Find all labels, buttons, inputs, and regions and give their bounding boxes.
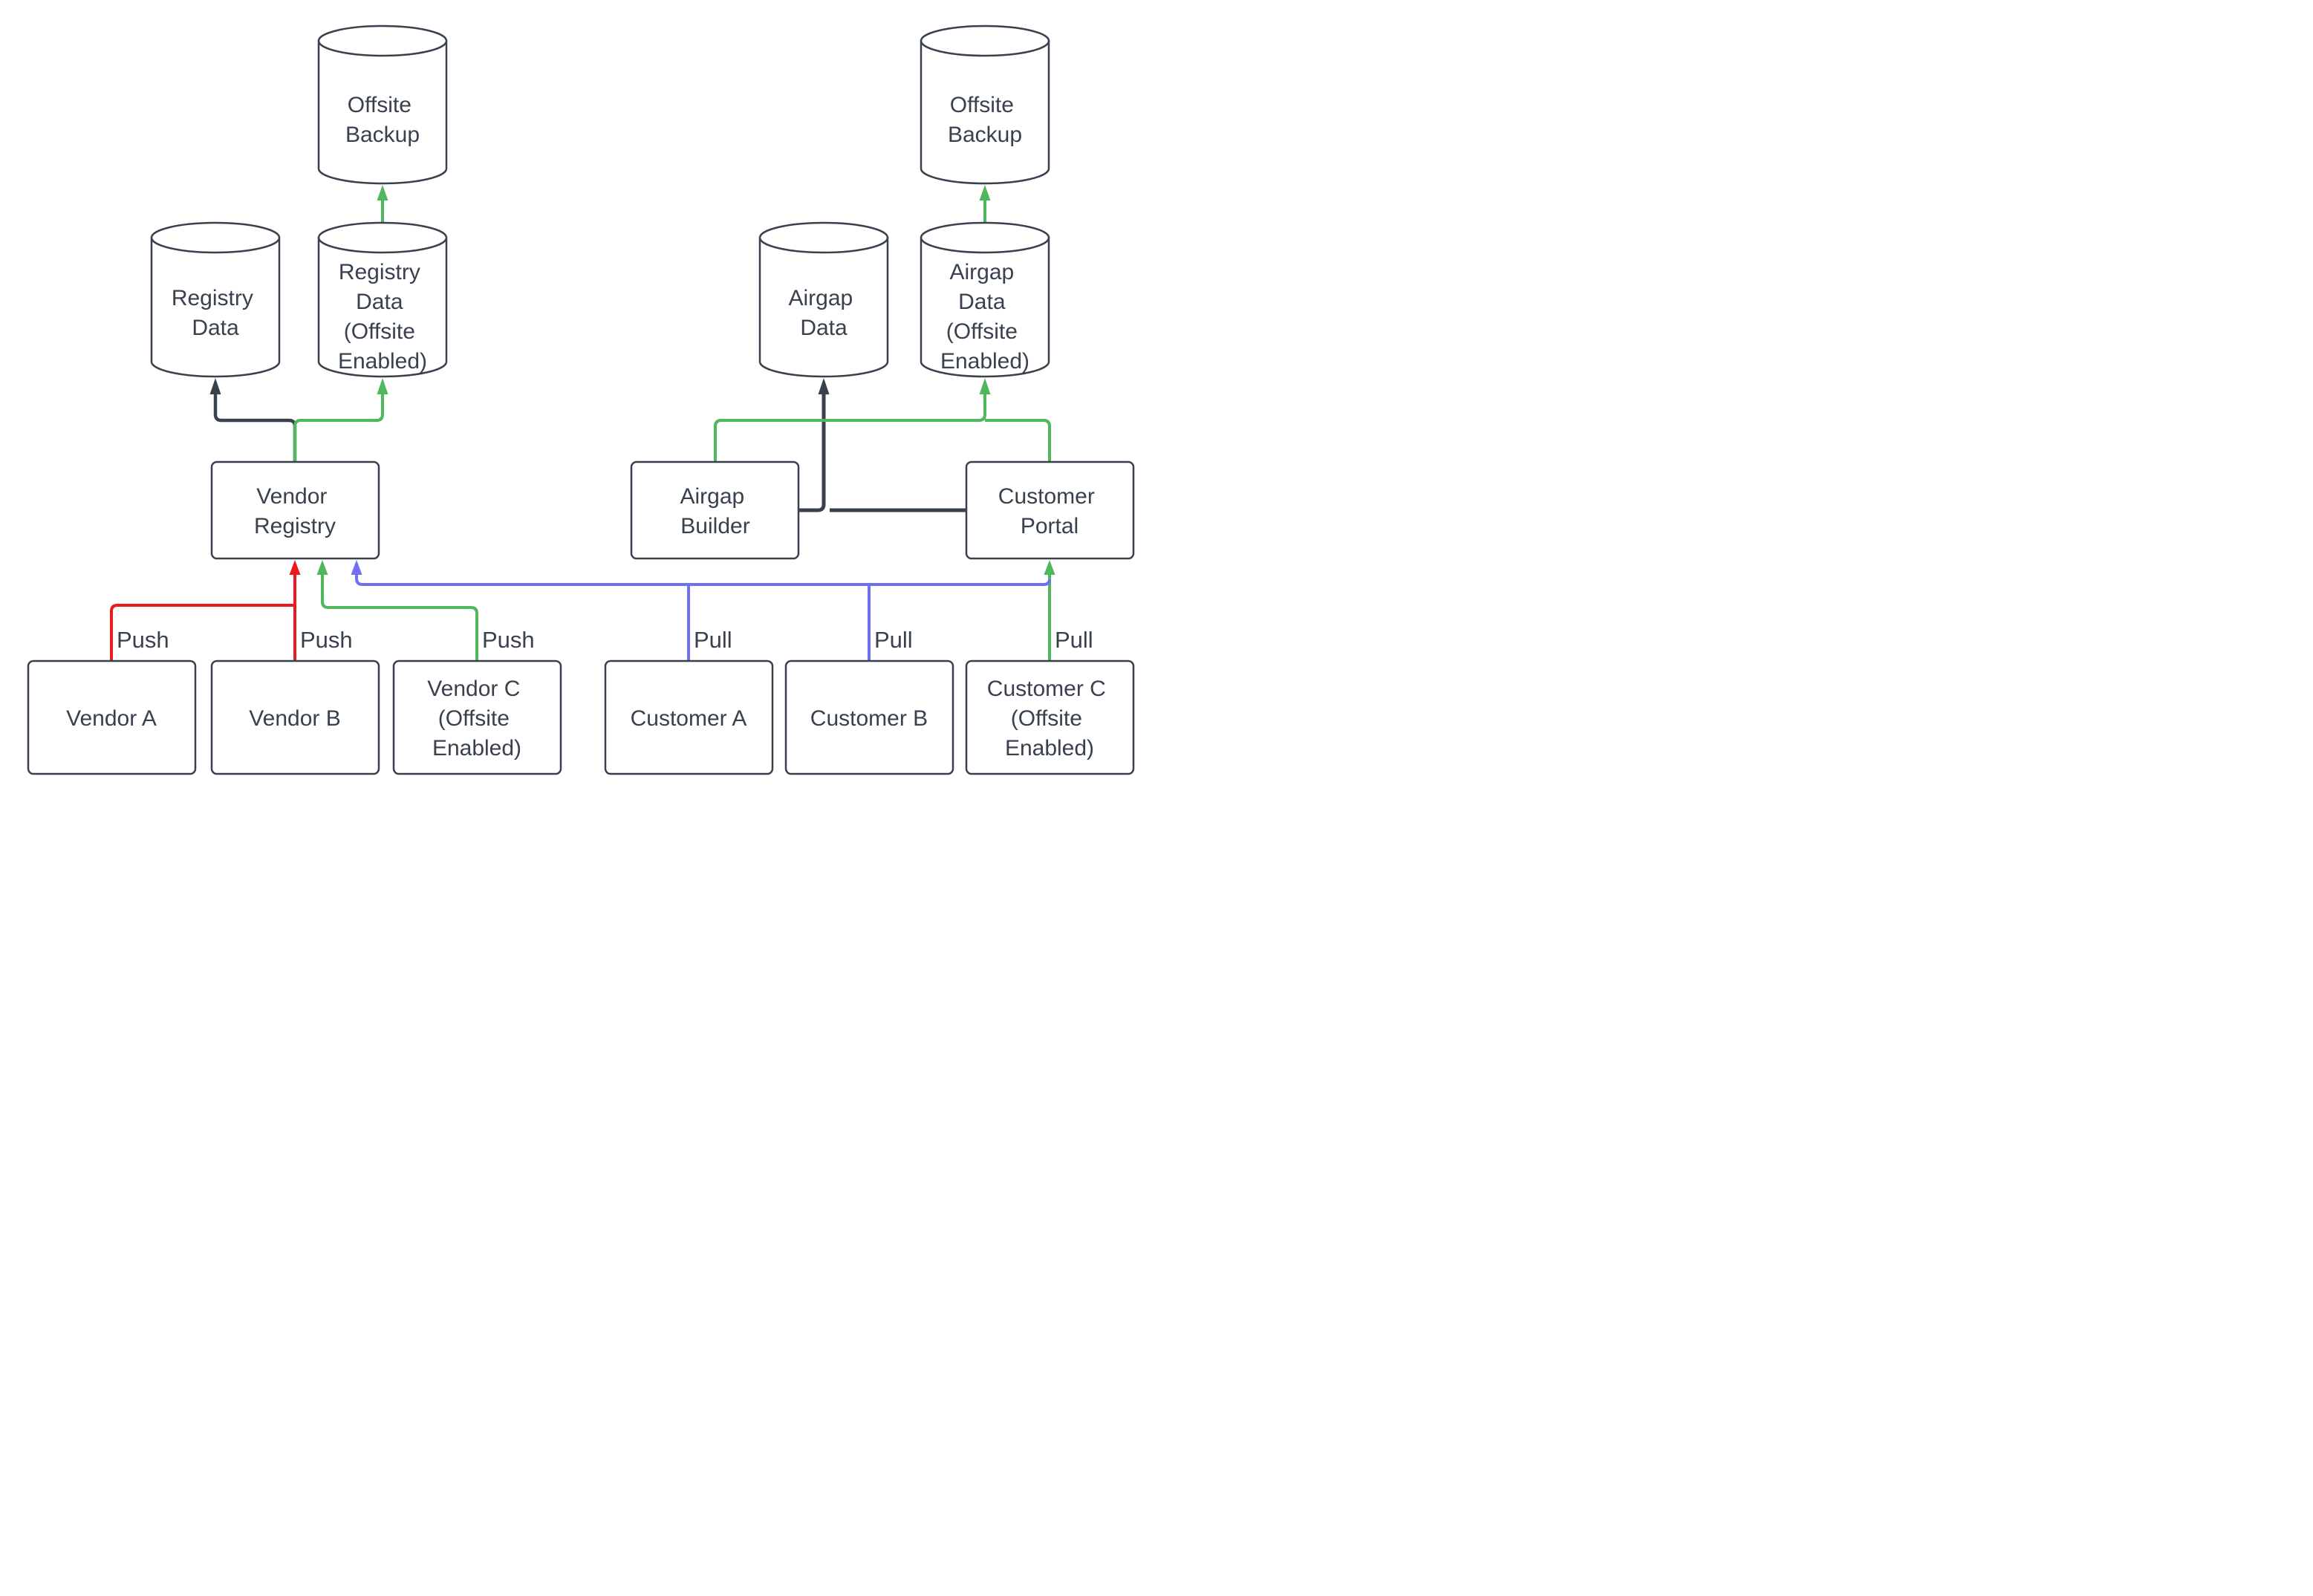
edge-pull-bus-to-vendor-registry [355,575,1051,586]
node-label: Offsite Backup [345,93,420,147]
node-label: Vendor Registry [254,484,336,538]
node-customer-b: Customer B [784,659,954,775]
arrowhead-vendor-registry-blue [351,560,362,575]
edge-label-pull-customer-a: Pull [694,627,732,653]
node-label: Registry Data [172,286,259,340]
node-label: Offsite Backup [948,93,1022,147]
node-customer-portal: Customer Portal [965,460,1135,560]
cylinder-airgap-data-offsite: Airgap Data (Offsite Enabled) [920,221,1050,378]
edge-vendor-c-push [321,575,478,661]
cylinder-offsite-backup-left: Offsite Backup [317,25,448,185]
node-vendor-a: Vendor A [27,659,197,775]
node-label: Vendor A [66,706,157,731]
cylinder-airgap-data: Airgap Data [758,221,889,378]
edge-label-push-vendor-b: Push [300,627,353,653]
cylinder-registry-data: Registry Data [150,221,281,378]
cylinder-registry-data-offsite: Registry Data (Offsite Enabled) [317,221,448,378]
arrowhead-vendor-registry-red [289,560,301,575]
cylinder-top [317,221,448,254]
arrowhead-airgap-data-offsite [979,378,991,394]
edge-vendor-a-push [110,604,295,661]
node-label: Vendor B [249,706,340,731]
node-customer-a: Customer A [604,659,774,775]
node-label: Airgap Builder [680,484,750,538]
cylinder-top [920,221,1050,254]
arrowhead-vendor-registry-green [316,560,328,575]
edge-vendor-registry-to-registry-data-offsite [293,394,384,462]
arrowhead-registry-data-offsite [377,378,388,394]
edge-label-pull-customer-b: Pull [874,627,913,653]
node-customer-c: Customer C (Offsite Enabled) [965,659,1135,775]
cylinder-top [317,25,448,57]
cylinder-top [150,221,281,254]
arrowhead-airgap-data [818,378,830,394]
edge-customer-portal-to-airgap-data-offsite [985,419,1051,462]
node-label: Customer B [810,706,928,731]
node-label: Registry Data (Offsite Enabled) [338,260,427,374]
cylinder-offsite-backup-right: Offsite Backup [920,25,1050,185]
node-label: Customer A [631,706,747,731]
edge-airgap-builder-to-airgap-data [798,394,826,512]
node-vendor-registry: Vendor Registry [210,460,380,560]
edge-label-push-vendor-a: Push [117,627,169,653]
node-label: Airgap Data [788,286,859,340]
node-airgap-builder: Airgap Builder [630,460,800,560]
arrowhead-offsite-backup-right [979,185,991,201]
node-label: Customer Portal [998,484,1101,538]
arrowhead-offsite-backup-left [377,185,388,201]
diagram-canvas: Push Push Push Pull Pull Pull Offsite Ba… [0,0,1156,798]
node-vendor-b: Vendor B [210,659,380,775]
node-vendor-c: Vendor C (Offsite Enabled) [392,659,562,775]
node-label: Customer C (Offsite Enabled) [987,677,1112,760]
arrowhead-customer-portal [1044,560,1055,575]
arrowhead-registry-data [209,378,221,394]
cylinder-top [920,25,1050,57]
node-label: Vendor C (Offsite Enabled) [427,677,526,760]
cylinder-top [758,221,889,254]
edge-vendor-registry-to-registry-data [213,394,297,462]
node-label: Airgap Data (Offsite Enabled) [940,260,1029,374]
edge-label-push-vendor-c: Push [482,627,535,653]
edge-airgap-builder-to-airgap-data-offsite [714,394,986,462]
edge-label-pull-customer-c: Pull [1055,627,1093,653]
flow-diagram: Push Push Push Pull Pull Pull Offsite Ba… [27,25,1135,775]
